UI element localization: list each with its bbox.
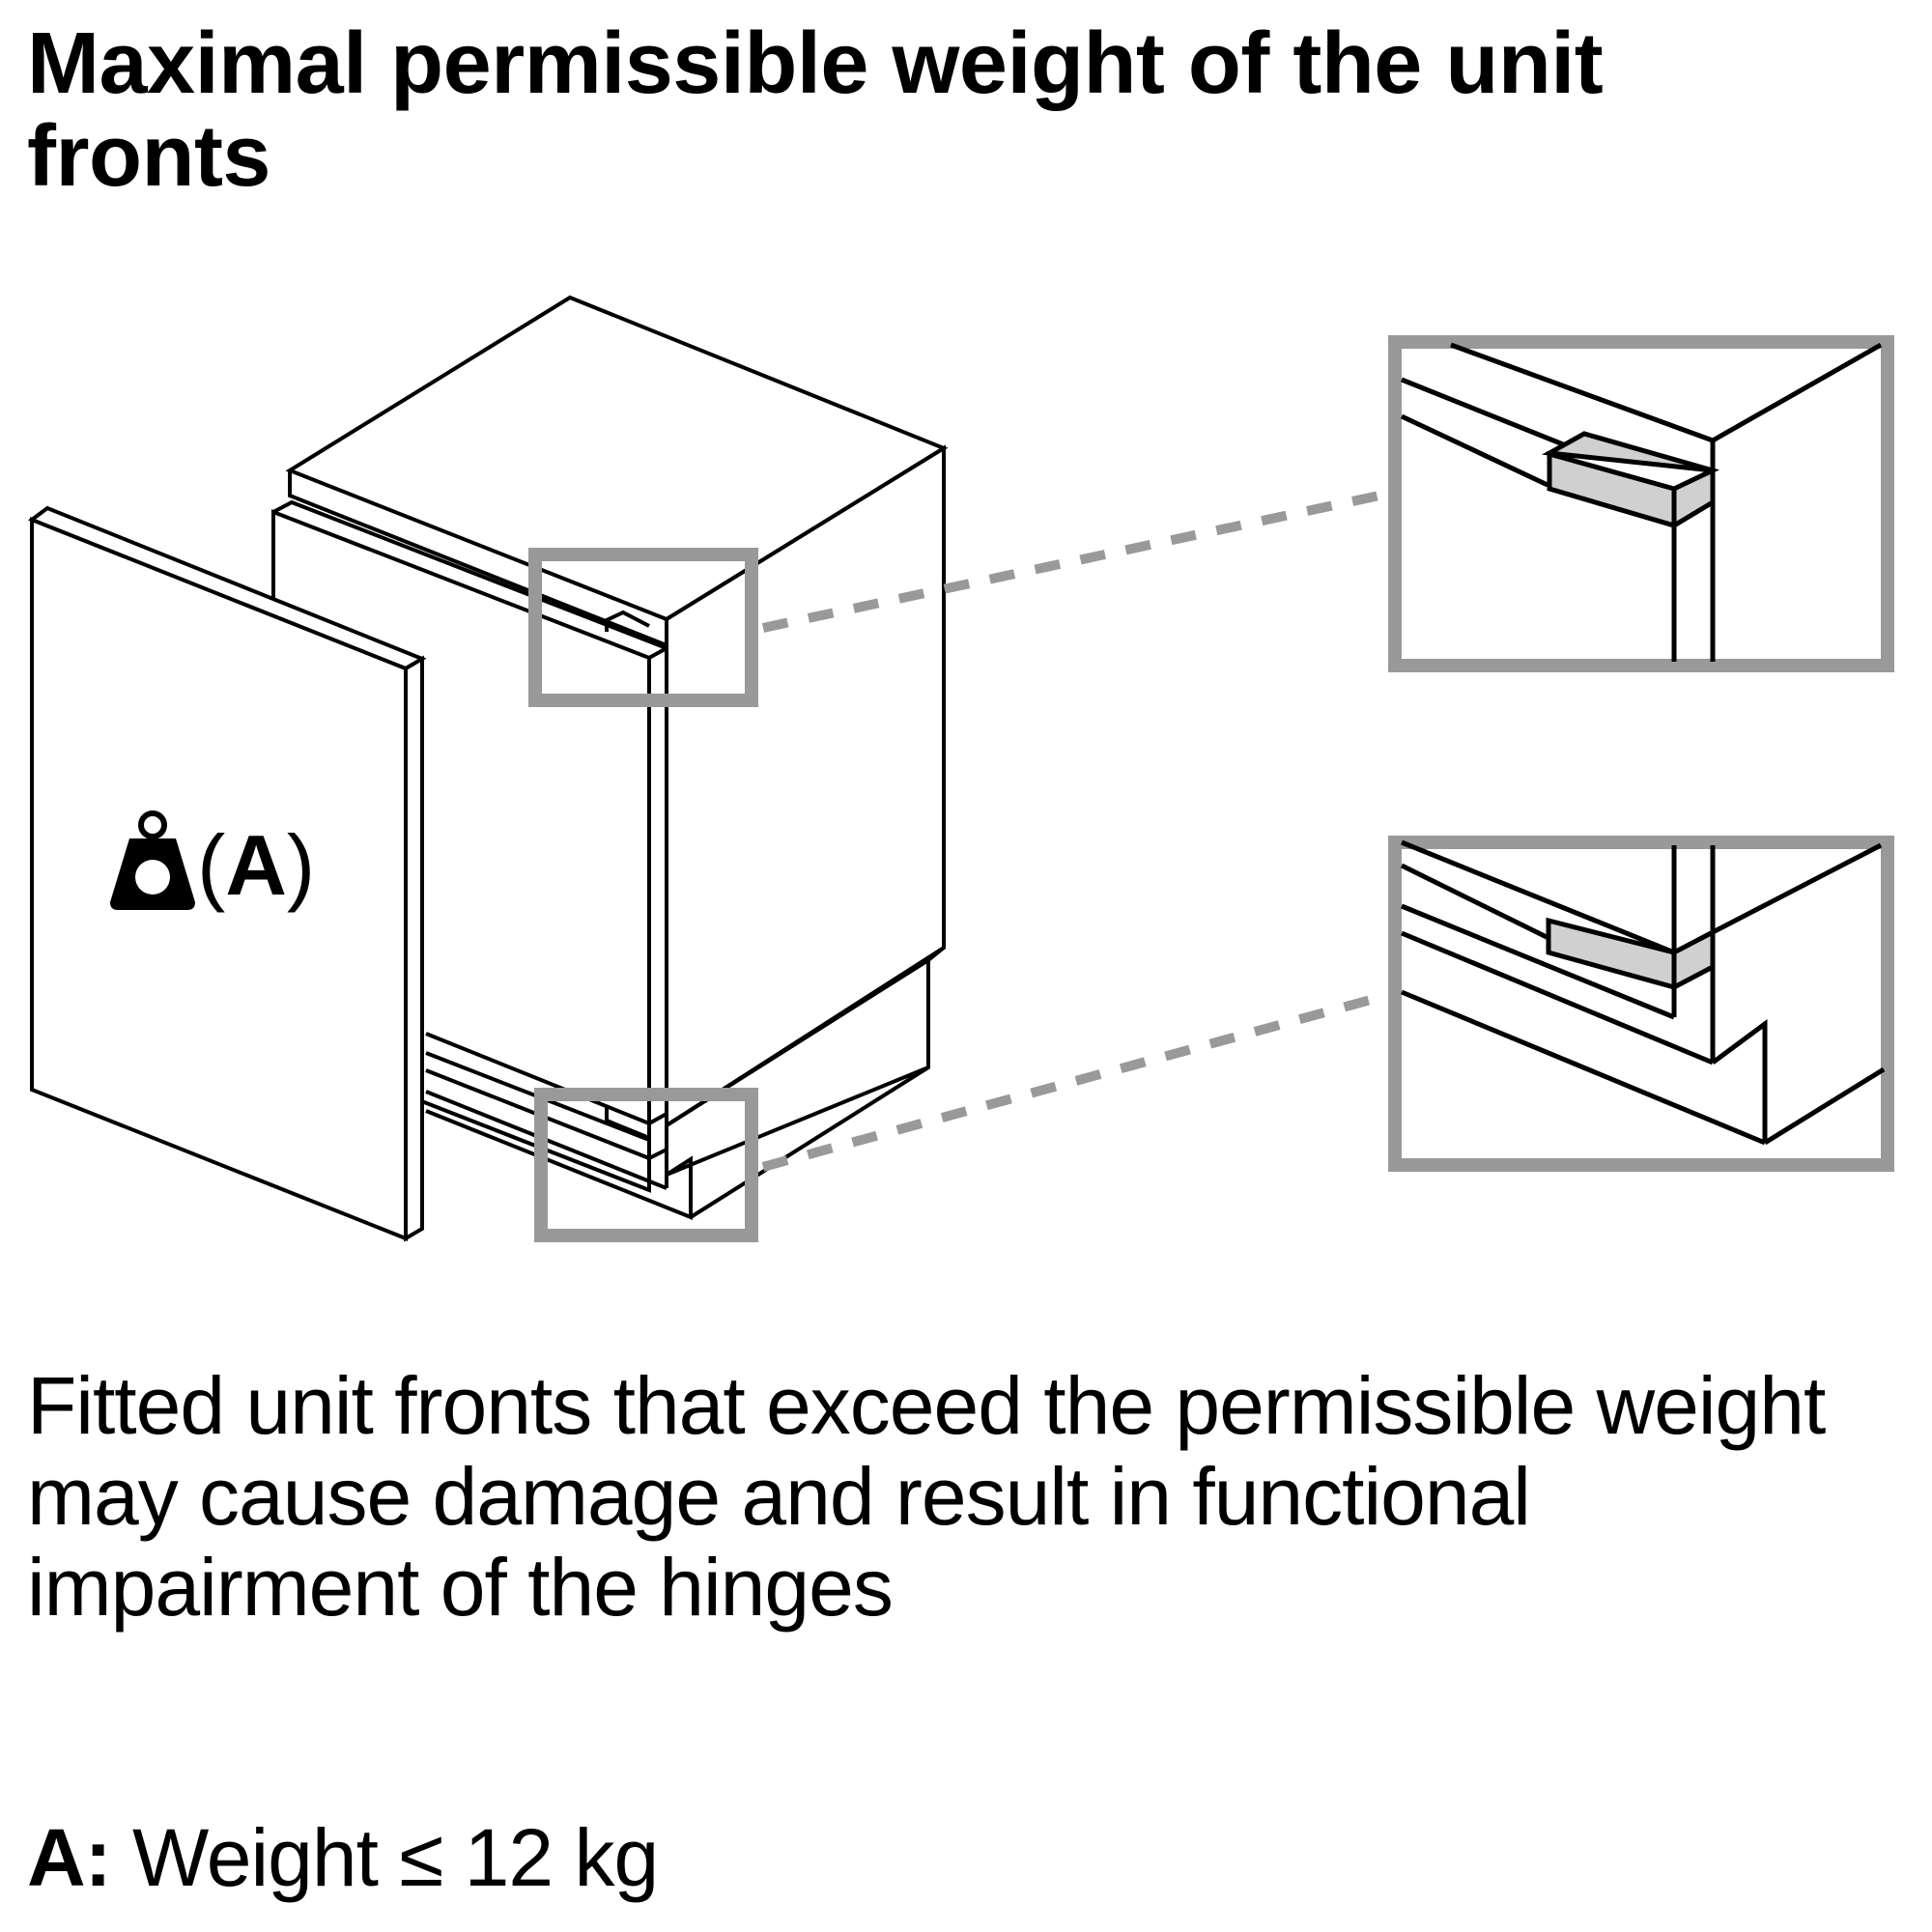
door-weight-label: (A) — [108, 810, 315, 921]
door-label-text: (A) — [197, 816, 315, 915]
callout-frame-top — [528, 548, 758, 707]
page-title: Maximal permissible weight of the unit f… — [27, 15, 1604, 205]
legend-key: A: — [27, 1812, 112, 1903]
door-label-letter: A — [225, 816, 287, 913]
legend: A: Weight ≤ 12 kg — [27, 1811, 659, 1904]
weight-icon — [108, 810, 197, 921]
callout-frame-bottom — [534, 1088, 758, 1242]
detail-view-top — [1388, 335, 1894, 672]
detail-view-bottom — [1388, 836, 1894, 1172]
warning-description: Fitted unit fronts that exceed the permi… — [27, 1360, 1826, 1633]
open-paren: ( — [197, 816, 226, 913]
close-paren: ) — [286, 816, 316, 913]
legend-text: Weight ≤ 12 kg — [131, 1812, 659, 1903]
